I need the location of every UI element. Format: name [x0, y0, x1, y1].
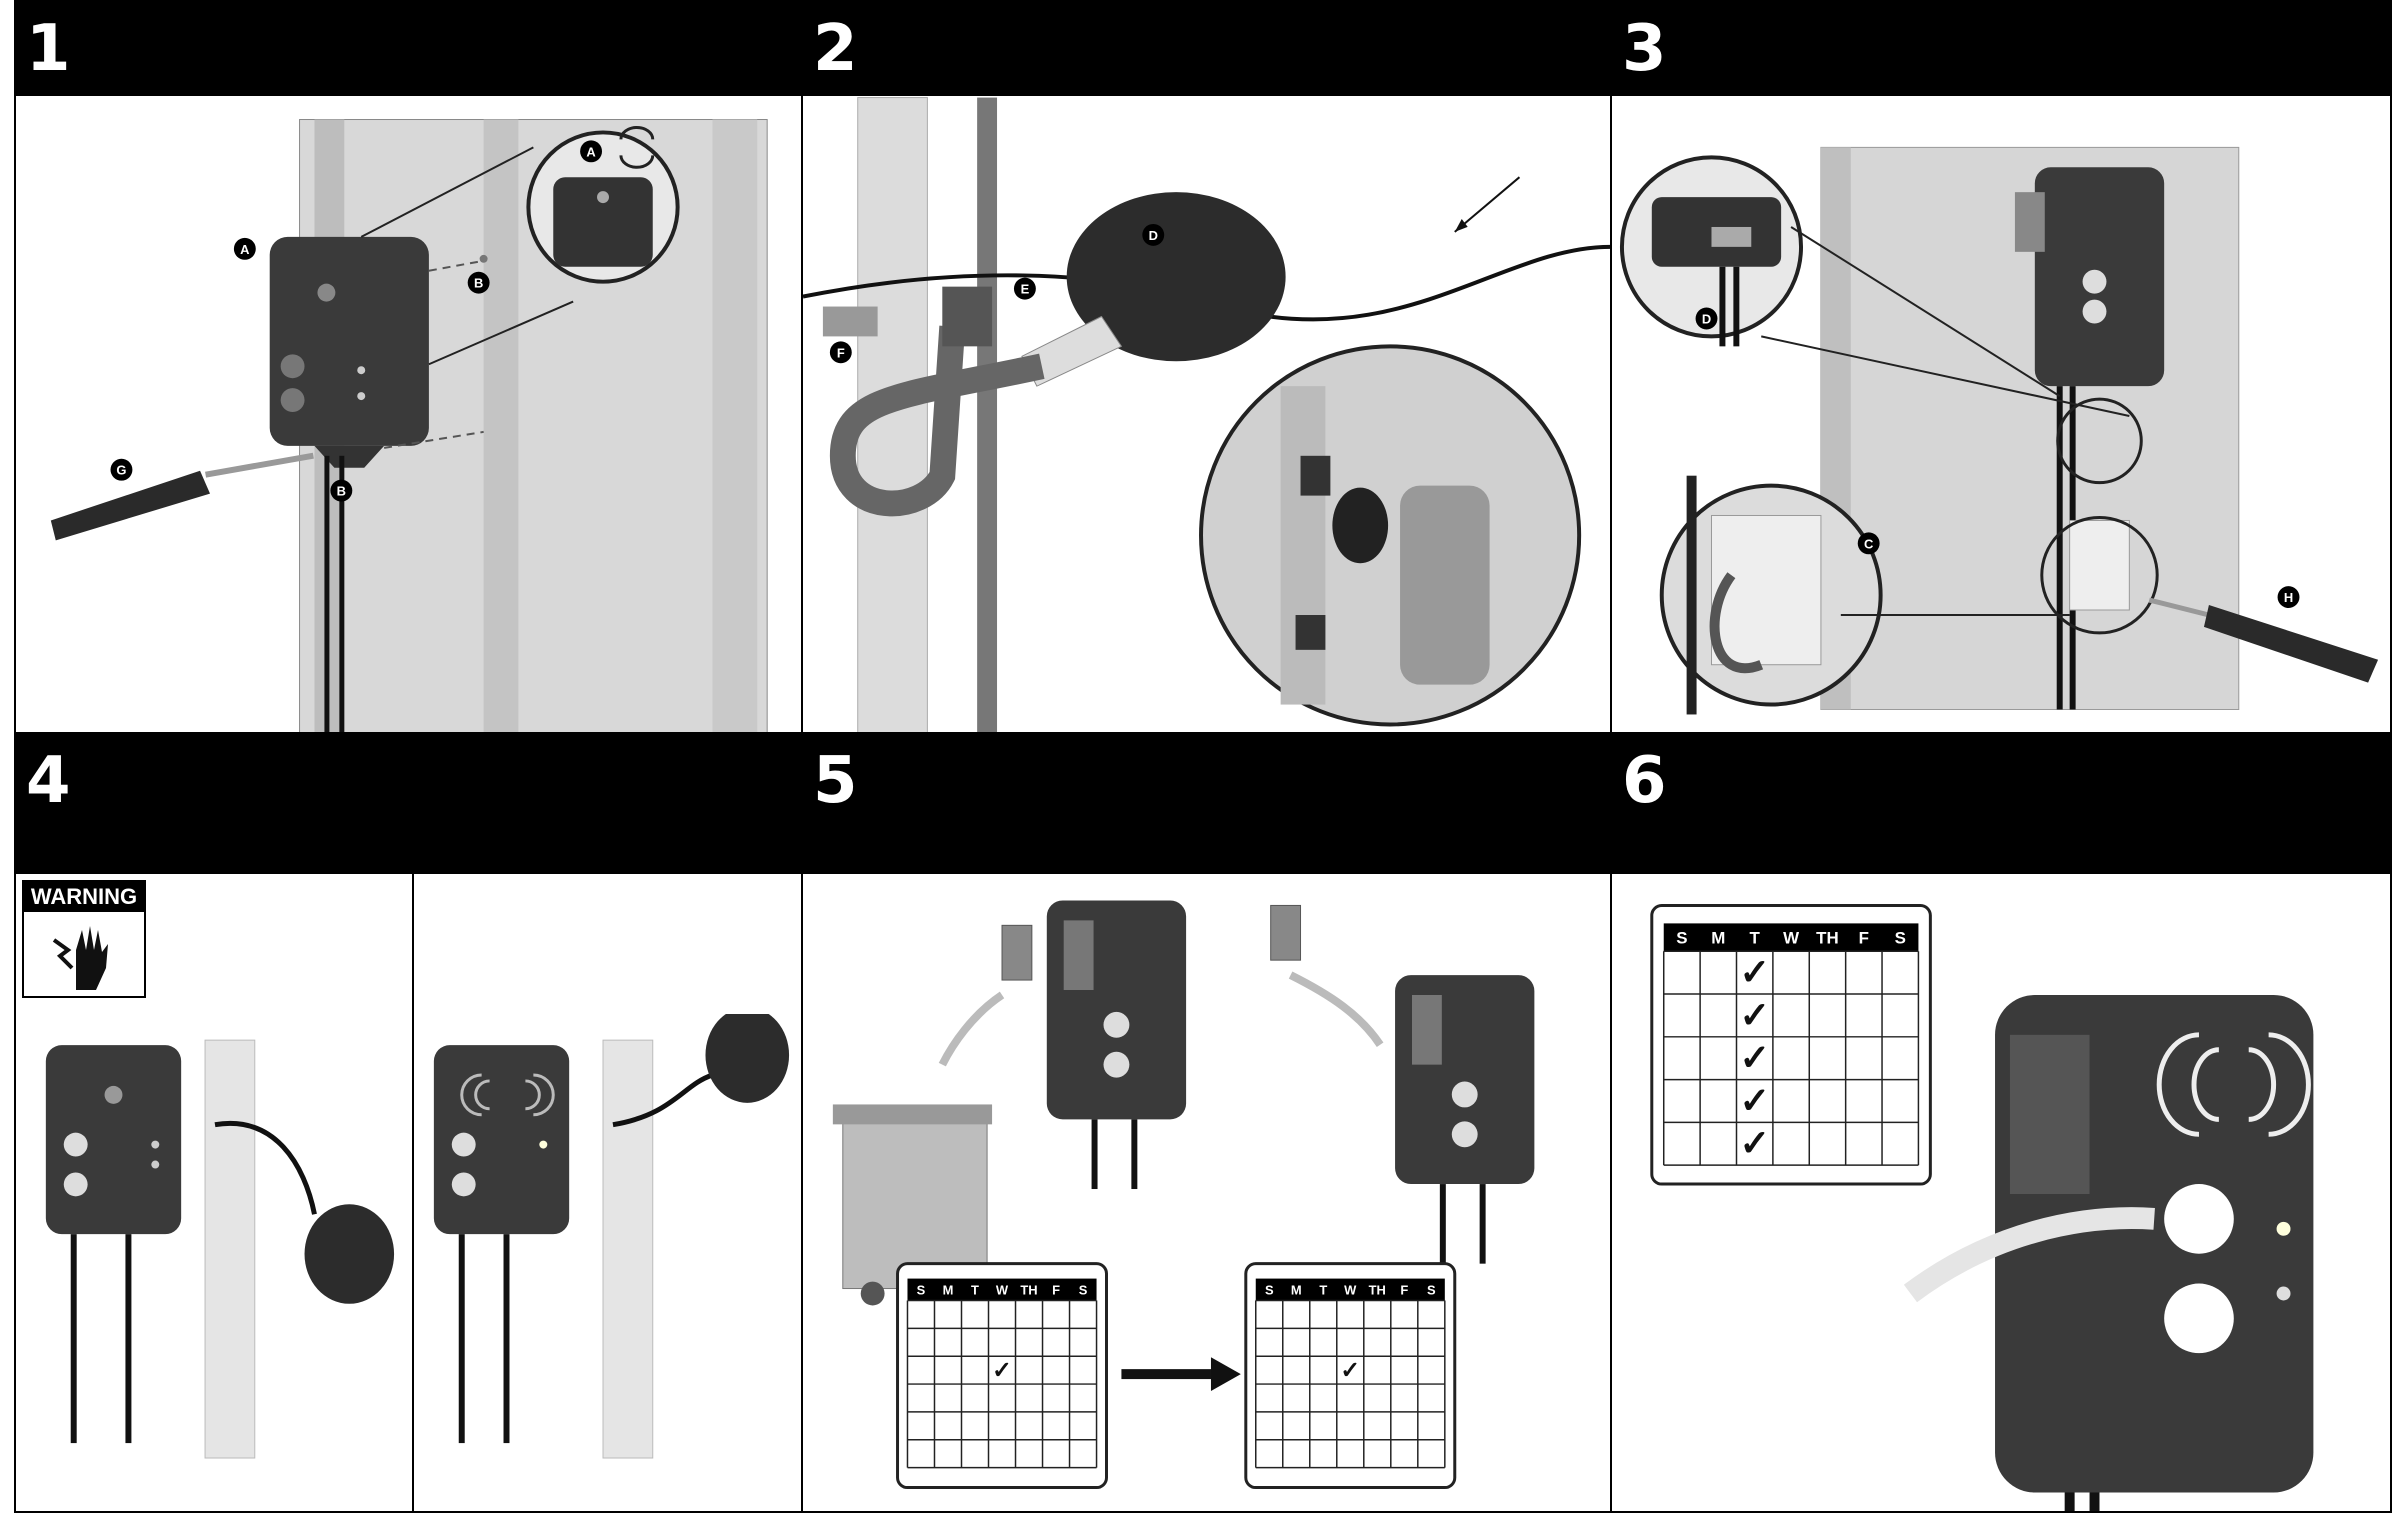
- calendar-day-label: T: [1750, 928, 1761, 947]
- warning-box: WARNING: [22, 880, 146, 998]
- panel-1-header: 1: [16, 2, 801, 96]
- panel-4-header: 4: [16, 734, 801, 874]
- callout-g: G: [110, 458, 133, 481]
- callout-e: E: [1013, 277, 1036, 300]
- callout-b-bottom-label: B: [337, 484, 346, 499]
- calendar-day-label: S: [1895, 928, 1906, 947]
- callout-b-top-label: B: [474, 276, 483, 291]
- callout-d: D: [1142, 223, 1165, 246]
- panel-5: 5 S M T W TH F S ✓: [801, 732, 1612, 1513]
- panel-2: 2 D E F: [801, 0, 1612, 734]
- battery-replace-illustration: S M T W TH F S ✓ S M T W TH F S ✓: [832, 900, 1535, 1490]
- float-switch-illustration: D E F: [803, 97, 1610, 732]
- calendar-day-label: M: [1711, 928, 1725, 947]
- callout-d-label: D: [1702, 311, 1711, 326]
- panel-4-divider: [412, 874, 414, 1511]
- callout-a-detail: A: [580, 140, 603, 163]
- calendar-day-label: T: [1319, 1282, 1327, 1297]
- callout-d: D: [1695, 307, 1718, 330]
- calendar-day-label: W: [1783, 928, 1799, 947]
- calendar-day-label: M: [943, 1282, 954, 1297]
- step-number: 2: [813, 12, 858, 86]
- panel-1: 1 A A B B G: [14, 0, 803, 734]
- calendar-checkmark: ✓: [1739, 994, 1769, 1035]
- plug-in-illustration: D C H: [1619, 146, 2379, 715]
- callout-b-bottom: B: [330, 479, 353, 502]
- callout-f-label: F: [837, 345, 845, 360]
- callout-c-label: C: [1864, 536, 1873, 551]
- calendar-day-label: S: [917, 1282, 926, 1297]
- calendar-day-label: TH: [1020, 1282, 1037, 1297]
- calendar-checkmark: ✓: [1739, 1080, 1769, 1121]
- step-number: 5: [813, 744, 858, 818]
- panel-3-header: 3: [1612, 2, 2390, 96]
- wall-mount-illustration: A A B B G: [50, 119, 768, 732]
- calendar-day-label: S: [1427, 1282, 1436, 1297]
- panel-2-header: 2: [803, 2, 1610, 96]
- calendar-day-label: W: [1344, 1282, 1357, 1297]
- step-number: 3: [1622, 12, 1667, 86]
- panel-4: 4 WARNING: [14, 732, 803, 1513]
- electrical-hazard-icon: [52, 926, 108, 990]
- alarm-test-illustration: [45, 1014, 790, 1459]
- callout-g-label: G: [116, 463, 126, 478]
- panel-3: 3 D C H: [1610, 0, 2392, 734]
- calendar-checkmark: ✓: [1739, 1037, 1769, 1078]
- calendar-day-label: TH: [1369, 1282, 1386, 1297]
- calendar-day-label: S: [1265, 1282, 1274, 1297]
- calendar-day-label: F: [1859, 928, 1869, 947]
- calendar-day-label: F: [1400, 1282, 1408, 1297]
- calendar-day-label: S: [1079, 1282, 1088, 1297]
- callout-e-label: E: [1021, 282, 1030, 297]
- callout-h-label: H: [2284, 590, 2293, 605]
- callout-c: C: [1857, 532, 1880, 555]
- calendar-after: S M T W TH F S ✓: [1244, 1262, 1457, 1490]
- warning-label: WARNING: [24, 882, 144, 912]
- callout-b-top: B: [467, 271, 490, 294]
- calendar-checkmark: ✓: [1739, 1123, 1769, 1164]
- panel-5-header: 5: [803, 734, 1610, 874]
- callout-a-main-label: A: [240, 242, 249, 257]
- arrow-right-icon: [1121, 1357, 1241, 1392]
- calendar-day-label: M: [1291, 1282, 1302, 1297]
- callout-f: F: [829, 341, 852, 364]
- calendar-day-label: TH: [1816, 928, 1839, 947]
- calendar-day-label: S: [1676, 928, 1687, 947]
- calendar-day-label: W: [996, 1282, 1009, 1297]
- calendar-checkmark: ✓: [1739, 952, 1769, 993]
- callout-a-main: A: [233, 237, 256, 260]
- callout-a-detail-label: A: [586, 144, 595, 159]
- calendar-day-label: T: [971, 1282, 979, 1297]
- callout-h: H: [2277, 586, 2300, 609]
- step-number: 4: [26, 744, 71, 818]
- step-number: 6: [1622, 744, 1667, 818]
- calendar-checkmark: ✓: [1340, 1358, 1360, 1384]
- callout-d-label: D: [1149, 228, 1158, 243]
- calendar-before: S M T W TH F S ✓: [896, 1262, 1108, 1490]
- calendar-checkmark: ✓: [992, 1358, 1012, 1384]
- step-number: 1: [26, 12, 71, 86]
- panel-6-header: 6: [1612, 734, 2390, 874]
- calendar-day-label: F: [1052, 1282, 1060, 1297]
